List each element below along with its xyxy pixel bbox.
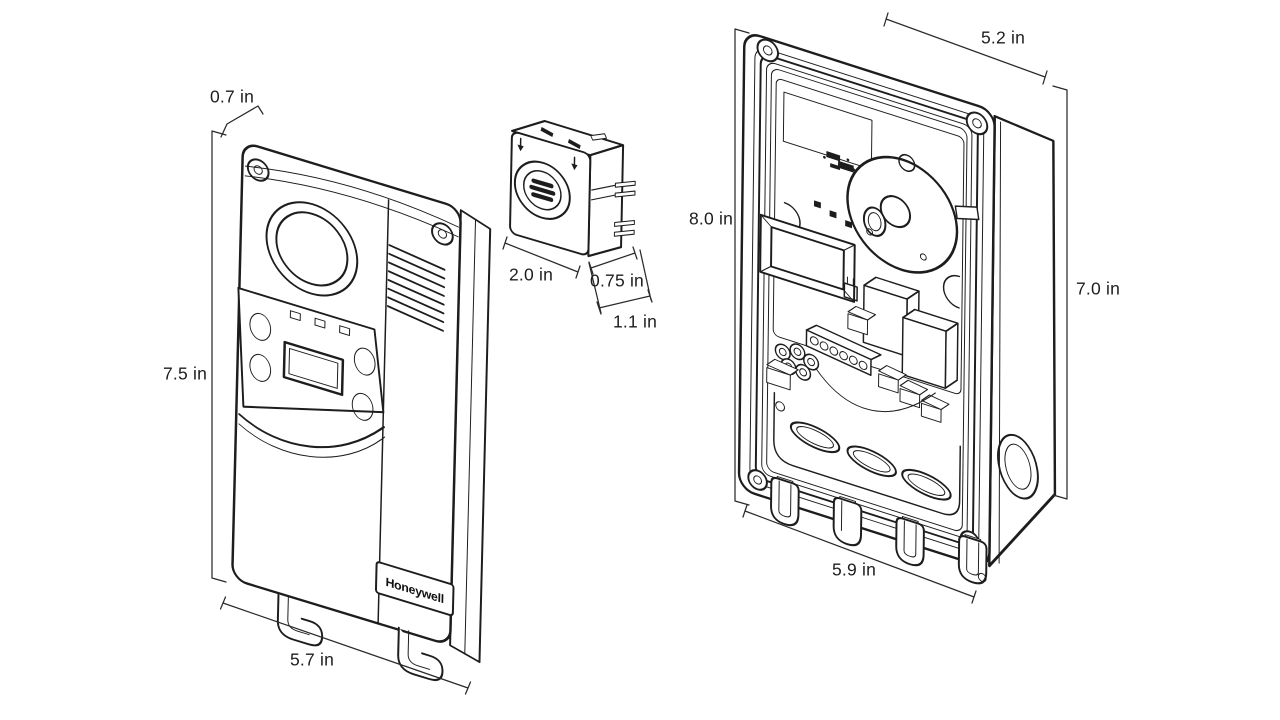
enclosure-open-view [737,34,1057,585]
corner-screw-boss-icon [747,469,768,491]
dim-detector-width-label: 5.7 in [289,649,335,670]
small-component [843,276,858,302]
dim-detector-depth-label: 0.7 in [209,86,255,107]
wire-terminal-cluster [766,343,820,391]
pressure-switch [846,153,980,274]
vent-slats [386,244,446,332]
led-pads [813,200,853,229]
dim-module-height-label: 1.1 in [612,311,658,332]
loose-wire [815,368,936,413]
terminal-blocks-row [878,365,950,423]
panel-button [353,347,376,376]
sensor-lens [265,201,359,297]
connector-block [847,305,876,336]
dim-enclosure-left-height-label: 8.0 in [688,208,734,229]
sensor-module-view [509,119,636,258]
panel-display [282,340,345,396]
cable-clamp [895,515,925,567]
cable-clamp [770,475,800,527]
terminal-strip [805,324,882,377]
mounting-arrow-icon [517,137,524,152]
door-lower-seam [238,413,386,458]
control-panel [237,287,385,421]
module-connector-pin [590,133,607,141]
compartment-floor [773,391,962,516]
led-indicator [339,325,351,336]
panel-button [249,312,272,341]
honeywell-badge: Honeywell [374,561,455,617]
led-indicator [314,317,326,329]
led-indicator [289,310,301,321]
enclosure-rim-lips [749,48,985,552]
top-slot [567,139,581,150]
grommet-ring [862,206,887,237]
dim-enclosure-right-height-label: 7.0 in [1075,278,1121,299]
panel-button [249,353,272,382]
module-vent-knob [513,160,571,220]
detector-front-view: Honeywell [231,144,492,682]
dim-enclosure-bottom-width-label: 5.9 in [831,559,877,580]
component-speckles [823,151,856,173]
side-knockout [997,433,1039,500]
panel-button [351,392,374,421]
corner-screw-boss-icon [965,111,989,136]
module-terminal-tabs [613,180,636,237]
display-bezel [759,213,856,303]
dimension-lines [211,12,1068,695]
top-slot [540,126,554,138]
dim-detector-height-label: 7.5 in [162,363,208,384]
corner-screw-boss-icon [756,38,780,63]
enclosure-side-face [988,114,1057,568]
floor-knockout [789,421,841,454]
cable-clamp [957,534,988,585]
cable-clamp [832,495,863,547]
dim-module-width-label: 2.0 in [508,264,554,285]
screw-top-right-icon [431,222,454,246]
dim-module-depth-label: 0.75 in [590,270,644,291]
mounting-arrow-icon [571,156,578,171]
floor-knockout [846,445,897,478]
relay-2 [901,308,959,390]
module-side-face [587,144,625,258]
floor-knockout [901,468,952,501]
dim-enclosure-top-width-label: 5.2 in [980,27,1026,48]
screw-top-left-icon [246,158,270,182]
